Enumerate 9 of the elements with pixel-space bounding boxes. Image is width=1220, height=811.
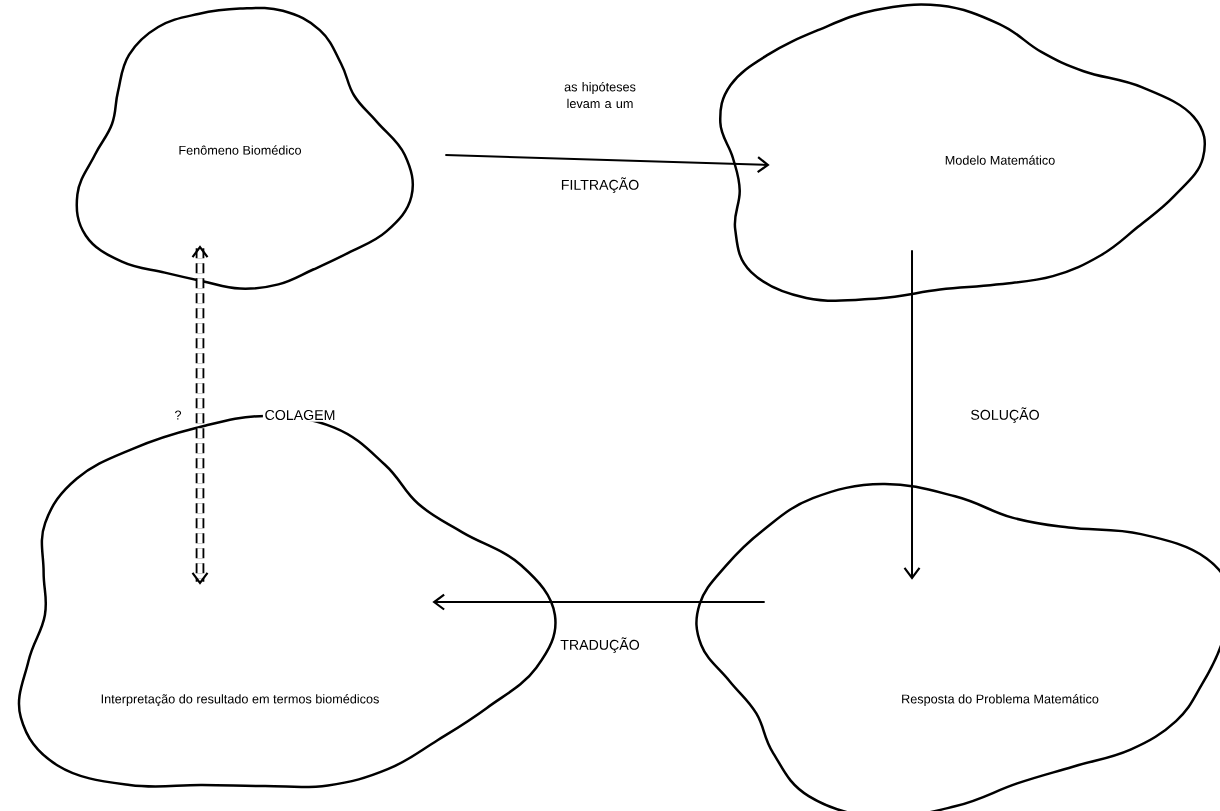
note-text: as hipóteses levam a um bbox=[564, 81, 636, 109]
arrow bbox=[191, 245, 209, 585]
arrow bbox=[432, 593, 766, 611]
arrow bbox=[903, 249, 921, 580]
arrow bbox=[444, 154, 770, 174]
edge-label: COLAGEM bbox=[262, 408, 338, 422]
edge-label: SOLUÇÃO bbox=[968, 405, 1042, 425]
edge-label: FILTRAÇÃO bbox=[559, 175, 641, 195]
edge-label: TRADUÇÃO bbox=[558, 635, 642, 655]
